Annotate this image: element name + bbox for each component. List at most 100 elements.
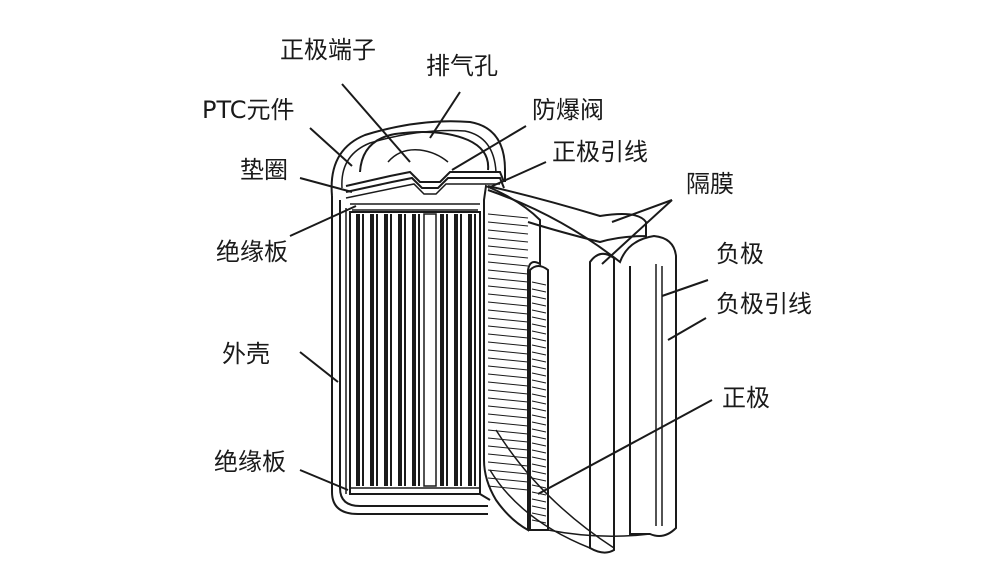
hatch-line (531, 281, 547, 286)
unrolled-layers (483, 184, 677, 554)
hatch-line (531, 505, 547, 510)
label-outer-case: 外壳 (222, 340, 270, 368)
label-separator: 隔膜 (686, 170, 734, 198)
hatch-line (487, 229, 529, 235)
hatch-line (531, 512, 547, 517)
leader-lines (289, 83, 713, 495)
hatch-line (531, 365, 547, 370)
label-vent-hole: 排气孔 (426, 52, 498, 80)
hatch-line (531, 323, 547, 328)
label-insulating-plate-top: 绝缘板 (216, 238, 288, 266)
hatch-line (531, 358, 547, 363)
hatch-line (487, 421, 529, 427)
hatch-line (487, 301, 529, 307)
electrode-layer-stripe (460, 214, 462, 486)
electrode-layer-stripe (440, 214, 444, 486)
label-positive-lead: 正极引线 (552, 138, 648, 166)
hatch-line (487, 349, 529, 355)
hatch-line (531, 407, 547, 412)
hatch-line (531, 309, 547, 314)
hatch-line (531, 449, 547, 454)
outer-case-shape (331, 196, 488, 515)
hatch-line (531, 435, 547, 440)
label-positive-electrode: 正极 (722, 384, 770, 412)
hatch-line (531, 351, 547, 356)
hatch-line (531, 288, 547, 293)
hatch-line (531, 456, 547, 461)
electrode-layer-stripe (454, 214, 458, 486)
hatch-line (487, 237, 529, 243)
hatch-line (487, 469, 529, 475)
electrode-layer-stripe (468, 214, 472, 486)
hatch-line (531, 470, 547, 475)
electrode-layer-stripe (446, 214, 448, 486)
labels: 正极端子 排气孔 PTC元件 防爆阀 垫圈 正极引线 隔膜 绝缘板 负极 负极引… (202, 36, 812, 476)
hatch-line (487, 269, 529, 275)
hatch-line (487, 453, 529, 459)
electrode-stack-layers (356, 213, 476, 487)
electrode-layer-stripe (474, 214, 476, 486)
hatch-line (487, 285, 529, 291)
hatch-line (487, 429, 529, 435)
label-negative-lead: 负极引线 (716, 290, 812, 318)
hatch-line (531, 484, 547, 489)
electrode-layer-stripe (376, 214, 378, 486)
hatch-line (487, 261, 529, 267)
hatch-line (487, 365, 529, 371)
hatch-line (487, 389, 529, 395)
hatch-line (531, 393, 547, 398)
hatch-line (487, 221, 529, 227)
hatch-line (487, 325, 529, 331)
electrode-layer-stripe (418, 214, 420, 486)
hatch-line (531, 372, 547, 377)
hatch-line (487, 245, 529, 251)
hatch-line (531, 421, 547, 426)
hatch-line (531, 414, 547, 419)
hatch-line (487, 381, 529, 387)
label-gasket: 垫圈 (240, 156, 288, 184)
electrode-layer-stripe (384, 214, 388, 486)
hatch-line (531, 316, 547, 321)
hatch-line (531, 428, 547, 433)
hatch-line (531, 498, 547, 503)
hatch-line (487, 485, 529, 491)
hatch-line (487, 277, 529, 283)
hatch-line (487, 357, 529, 363)
hatch-line (487, 405, 529, 411)
label-negative-electrode: 负极 (716, 240, 764, 268)
hatch-line (487, 293, 529, 299)
hatch-line (531, 295, 547, 300)
electrode-layer-stripe (412, 214, 416, 486)
hatch-line (487, 437, 529, 443)
label-safety-valve: 防爆阀 (532, 96, 604, 124)
hatch-line (487, 309, 529, 315)
hatch-line (531, 442, 547, 447)
hatch-line (531, 337, 547, 342)
hatch-line (487, 341, 529, 347)
hatch-line (487, 445, 529, 451)
hatch-line (531, 400, 547, 405)
hatch-line (531, 519, 547, 524)
electrode-layer-stripe (362, 214, 364, 486)
hatch-line (487, 461, 529, 467)
hatch-line (487, 373, 529, 379)
hatch-line (487, 397, 529, 403)
center-core (423, 213, 437, 487)
hatch-line (487, 413, 529, 419)
hatch-line (487, 477, 529, 483)
hatch-line (531, 302, 547, 307)
electrode-layer-stripe (404, 214, 406, 486)
electrode-layer-stripe (390, 214, 392, 486)
hatch-line (531, 477, 547, 482)
hatch-line (487, 213, 529, 219)
hatch-line (531, 463, 547, 468)
label-ptc-element: PTC元件 (202, 96, 294, 124)
label-insulating-plate-bottom: 绝缘板 (214, 448, 286, 476)
electrode-layer-stripe (370, 214, 374, 486)
hatch-line (531, 379, 547, 384)
label-positive-terminal: 正极端子 (280, 36, 376, 64)
hatch-line (531, 344, 547, 349)
electrode-layer-stripe (398, 214, 402, 486)
